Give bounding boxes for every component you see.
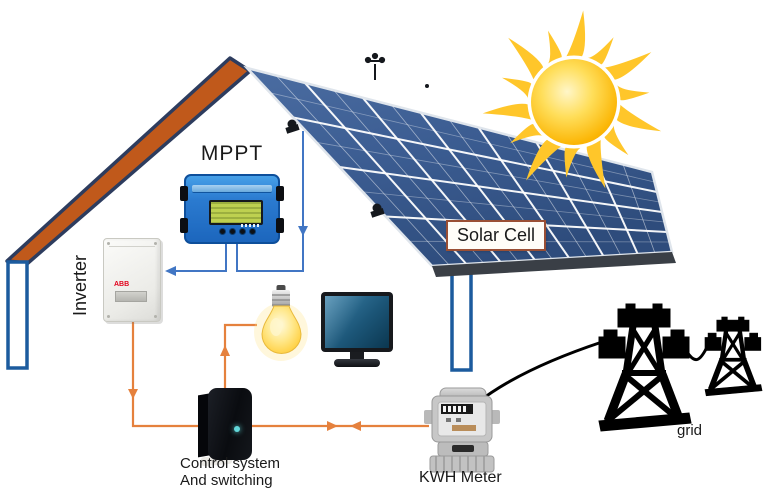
control-system-label-line1: Control system: [180, 455, 281, 472]
kwh-meter-graphic: [424, 387, 500, 473]
grid-towers: [599, 304, 762, 431]
mount-tab: [180, 218, 188, 233]
monitor-base: [334, 359, 380, 367]
inverter-display: [115, 291, 147, 302]
light-bulb-icon: [254, 285, 308, 361]
mppt-button: [230, 229, 235, 234]
inverter-brand-logo: ABB: [114, 281, 130, 288]
panel-mount-bracket: [285, 119, 385, 218]
ac-wire-control-to-loads: [220, 323, 257, 393]
control-system-tower: [196, 386, 258, 467]
mppt-button: [220, 229, 225, 234]
mount-tab: [276, 218, 284, 233]
dc-wire-panel-to-mppt: [236, 131, 308, 272]
dc-wire-mppt-to-inverter: [165, 241, 227, 276]
pylon-icon: [705, 317, 762, 396]
monitor-screen: [325, 296, 389, 348]
support-pillars: [6, 260, 473, 372]
screw-icon: [107, 315, 110, 318]
inverter-label: Inverter: [70, 254, 90, 316]
panel-sensor-dot: [425, 84, 429, 88]
mount-tab: [276, 186, 284, 201]
grid-label: grid: [677, 422, 703, 439]
screw-icon: [107, 242, 110, 245]
mppt-lcd-screen: [209, 200, 263, 225]
mount-tab: [180, 186, 188, 201]
meter-display: [441, 404, 473, 414]
arrow-left-icon: [165, 266, 176, 276]
mppt-button: [250, 229, 255, 234]
screen-glare: [325, 296, 389, 348]
power-led-icon: [234, 426, 240, 432]
ac-wire-inverter-to-meter: [128, 322, 429, 431]
control-system-label-line2: And switching: [180, 472, 273, 489]
arrow-right-icon: [327, 421, 338, 431]
mppt-label: MPPT: [200, 142, 264, 165]
inverter-unit: ABB: [103, 238, 161, 322]
monitor-stand: [350, 352, 364, 360]
mppt-controller: [180, 174, 284, 244]
inverter-vent: [109, 246, 155, 247]
arrow-down-icon: [298, 226, 308, 236]
pylon-icon: [599, 304, 691, 431]
screw-icon: [154, 315, 157, 318]
anemometer-icon: [364, 52, 386, 80]
kwh-meter-label: KWH Meter: [419, 469, 502, 486]
tower-front: [208, 388, 252, 460]
screw-icon: [154, 242, 157, 245]
computer-monitor: [321, 292, 393, 352]
arrow-up-icon: [220, 345, 230, 356]
solar-cell-label: Solar Cell: [446, 220, 546, 251]
mppt-markings: [241, 224, 259, 227]
arrow-down-icon: [128, 389, 138, 399]
sun-icon: [482, 10, 662, 189]
arrow-left-icon: [350, 421, 361, 431]
mppt-groove: [192, 185, 272, 193]
mppt-button: [240, 229, 245, 234]
